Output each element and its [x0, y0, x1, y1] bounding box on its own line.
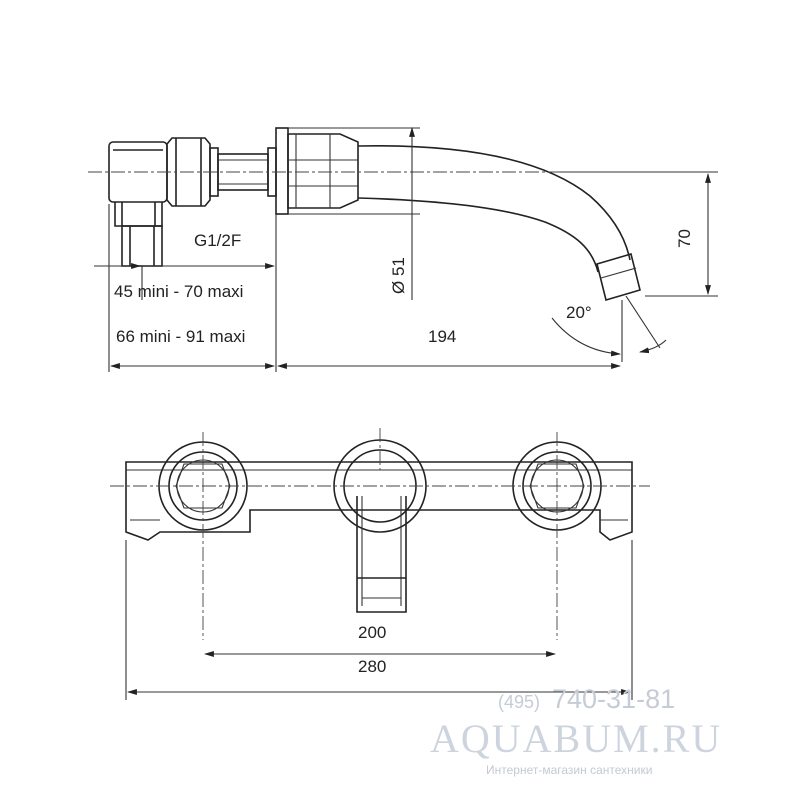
angle-label: 20°: [566, 303, 592, 322]
projection-label: 194: [428, 327, 456, 346]
height-label: 70: [675, 229, 694, 248]
outer-span-dimension: 280: [125, 540, 633, 700]
depth-dimensions: 45 mini - 70 maxi 66 mini - 91 maxi 194: [94, 204, 621, 372]
depth-long-label: 66 mini - 91 maxi: [116, 327, 245, 346]
outer-span-label: 280: [358, 657, 386, 676]
spout-body: [275, 127, 359, 215]
front-spout: [333, 439, 427, 613]
inner-span-label: 200: [358, 623, 386, 642]
mounting-bar: [125, 461, 633, 541]
depth-short-label: 45 mini - 70 maxi: [114, 282, 243, 301]
watermark: (495) 740-31-81 AQUABUM.RU Интернет-мага…: [430, 684, 722, 777]
watermark-tagline: Интернет-магазин сантехники: [486, 763, 652, 777]
thread-label: G1/2F: [194, 231, 241, 250]
inner-span-dimension: 200: [204, 623, 556, 657]
watermark-phone-code: (495): [498, 692, 540, 712]
watermark-site: AQUABUM.RU: [430, 716, 722, 761]
watermark-phone-number: 740-31-81: [552, 684, 675, 714]
diameter-dimension: Ø 51: [288, 127, 420, 300]
angle-dimension: 20°: [551, 295, 667, 362]
curved-spout: [357, 144, 641, 302]
front-view: 200 280: [110, 428, 650, 700]
side-view: G1/2F Ø 51 70 20°: [88, 127, 718, 372]
height-dimension: 70: [560, 171, 718, 297]
diameter-label: Ø 51: [389, 257, 408, 294]
wall-connector: [108, 137, 277, 267]
